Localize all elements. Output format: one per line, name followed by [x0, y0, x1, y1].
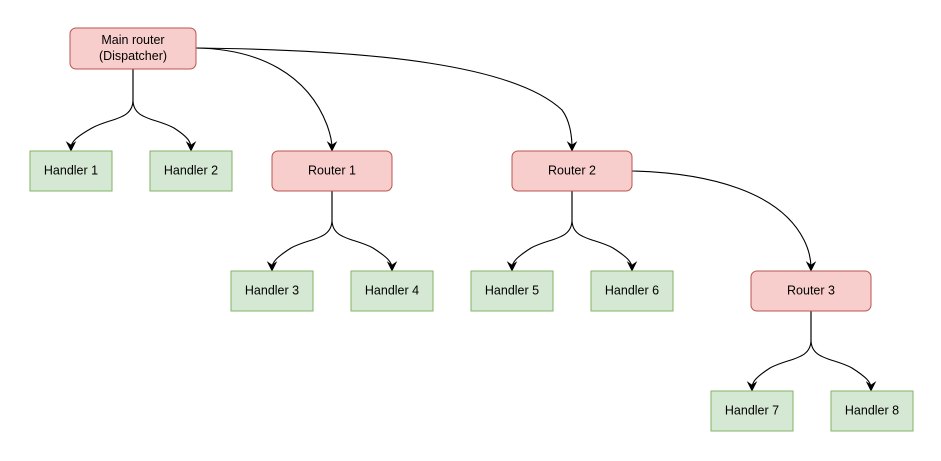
- arrowhead-icon: [746, 381, 758, 392]
- edge-line: [571, 190, 633, 269]
- handler-box[interactable]: [470, 270, 554, 312]
- node-handler-1[interactable]: Handler 1: [29, 150, 113, 192]
- edge-router-2-to-handler-6: [571, 190, 638, 272]
- handler-box[interactable]: [350, 270, 434, 312]
- edge-router-1-to-handler-4: [331, 190, 398, 272]
- arrowhead-icon: [386, 261, 398, 272]
- edge-router-2-to-router-3: [631, 170, 817, 272]
- nodes-layer: Main router (Dispatcher) Handler 1 Handler …: [29, 27, 914, 432]
- arrowhead-icon: [805, 261, 817, 272]
- edge-main-to-router-2: [195, 47, 578, 152]
- edge-router-3-to-handler-7: [746, 310, 812, 392]
- node-label: (Dispatcher): [99, 49, 167, 63]
- handler-box[interactable]: [830, 390, 914, 432]
- edge-main-to-handler-1: [65, 68, 134, 152]
- router-box[interactable]: [750, 270, 872, 312]
- arrowhead-icon: [65, 141, 77, 152]
- node-handler-7[interactable]: Handler 7: [710, 390, 794, 432]
- node-router-3[interactable]: Router 3: [750, 270, 872, 312]
- router-box[interactable]: [69, 27, 197, 70]
- node-router-1[interactable]: Router 1: [271, 150, 393, 192]
- edge-router-3-to-handler-8: [810, 310, 877, 392]
- arrowhead-icon: [326, 141, 338, 152]
- node-label: Handler 4: [365, 283, 419, 297]
- node-label: Router 1: [308, 163, 356, 177]
- edge-line: [631, 170, 812, 269]
- node-label: Handler 2: [164, 163, 218, 177]
- node-label: Handler 7: [725, 403, 779, 417]
- edge-router-2-to-handler-5: [506, 190, 573, 272]
- arrowhead-icon: [266, 261, 278, 272]
- arrowhead-icon: [185, 141, 197, 152]
- node-label: Handler 3: [245, 283, 299, 297]
- node-handler-8[interactable]: Handler 8: [830, 390, 914, 432]
- handler-box[interactable]: [29, 150, 113, 192]
- arrowhead-icon: [506, 261, 518, 272]
- edge-line: [132, 68, 192, 149]
- node-label: Handler 5: [485, 283, 539, 297]
- node-main-router[interactable]: Main router (Dispatcher): [69, 27, 197, 70]
- node-handler-4[interactable]: Handler 4: [350, 270, 434, 312]
- handler-box[interactable]: [149, 150, 233, 192]
- node-label: Handler 8: [845, 403, 899, 417]
- edge-line: [810, 310, 872, 389]
- edge-router-1-to-handler-3: [266, 190, 333, 272]
- node-label: Router 3: [787, 283, 835, 297]
- handler-box[interactable]: [590, 270, 674, 312]
- arrowhead-icon: [626, 261, 638, 272]
- node-label: Handler 6: [605, 283, 659, 297]
- edge-line: [195, 47, 573, 149]
- node-router-2[interactable]: Router 2: [511, 150, 633, 192]
- arrowhead-icon: [566, 141, 578, 152]
- edge-line: [331, 190, 393, 269]
- edge-line: [271, 190, 333, 269]
- node-handler-5[interactable]: Handler 5: [470, 270, 554, 312]
- arrowhead-icon: [865, 381, 877, 392]
- node-handler-3[interactable]: Handler 3: [230, 270, 314, 312]
- edge-main-to-router-1: [195, 47, 338, 152]
- edge-line: [195, 47, 333, 149]
- router-box[interactable]: [271, 150, 393, 192]
- node-label: Handler 1: [44, 163, 98, 177]
- edge-line: [70, 68, 134, 149]
- edges-layer: [65, 47, 877, 392]
- node-handler-2[interactable]: Handler 2: [149, 150, 233, 192]
- handler-box[interactable]: [230, 270, 314, 312]
- node-handler-6[interactable]: Handler 6: [590, 270, 674, 312]
- edge-line: [751, 310, 812, 389]
- handler-box[interactable]: [710, 390, 794, 432]
- node-label: Router 2: [548, 163, 596, 177]
- edge-line: [511, 190, 573, 269]
- router-box[interactable]: [511, 150, 633, 192]
- edge-main-to-handler-2: [132, 68, 197, 152]
- node-label: Main router: [101, 33, 164, 47]
